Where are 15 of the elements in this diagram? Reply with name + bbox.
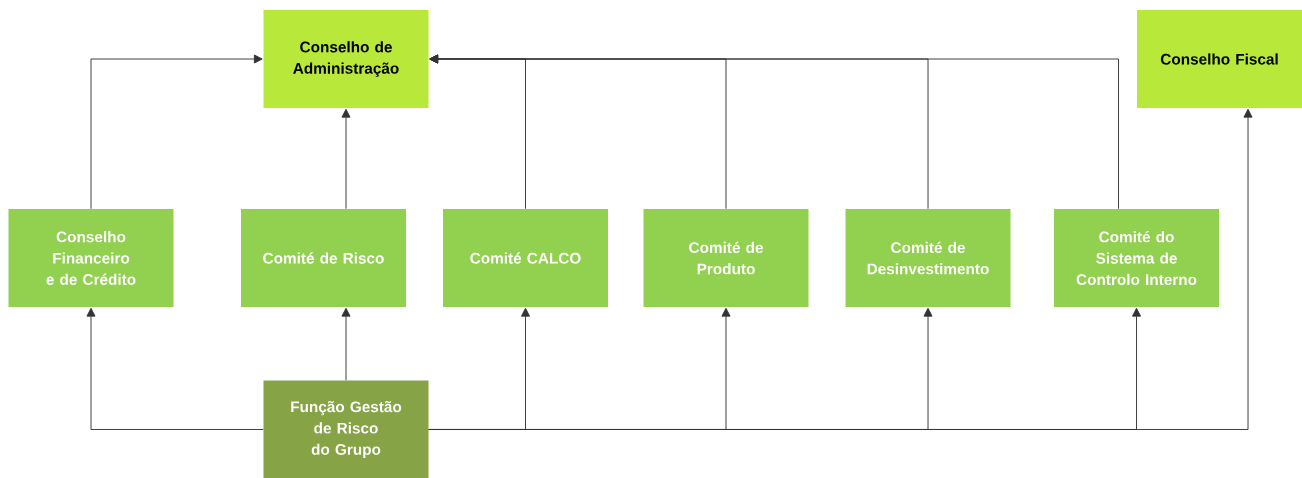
committee-box: Comité de Produto (643, 209, 809, 307)
arrow (90, 54, 263, 210)
function-box: Função Gestão de Risco do Grupo (263, 380, 429, 478)
arrow (86, 307, 264, 430)
committee-box: Comité de Desinvestimento (845, 209, 1011, 307)
arrow (341, 307, 351, 381)
board-box: Conselho de Administração (263, 10, 429, 108)
committee-box: Comité de Risco (241, 209, 406, 307)
board-box: Conselho Fiscal (1137, 10, 1302, 108)
committee-box: Comité do Sistema de Controlo Interno (1054, 209, 1220, 307)
committee-box: Conselho Financeiro e de Crédito (8, 209, 174, 307)
arrow (341, 108, 351, 210)
arrow (428, 108, 1253, 430)
arrow (429, 54, 1119, 210)
committee-box: Comité CALCO (443, 209, 608, 307)
